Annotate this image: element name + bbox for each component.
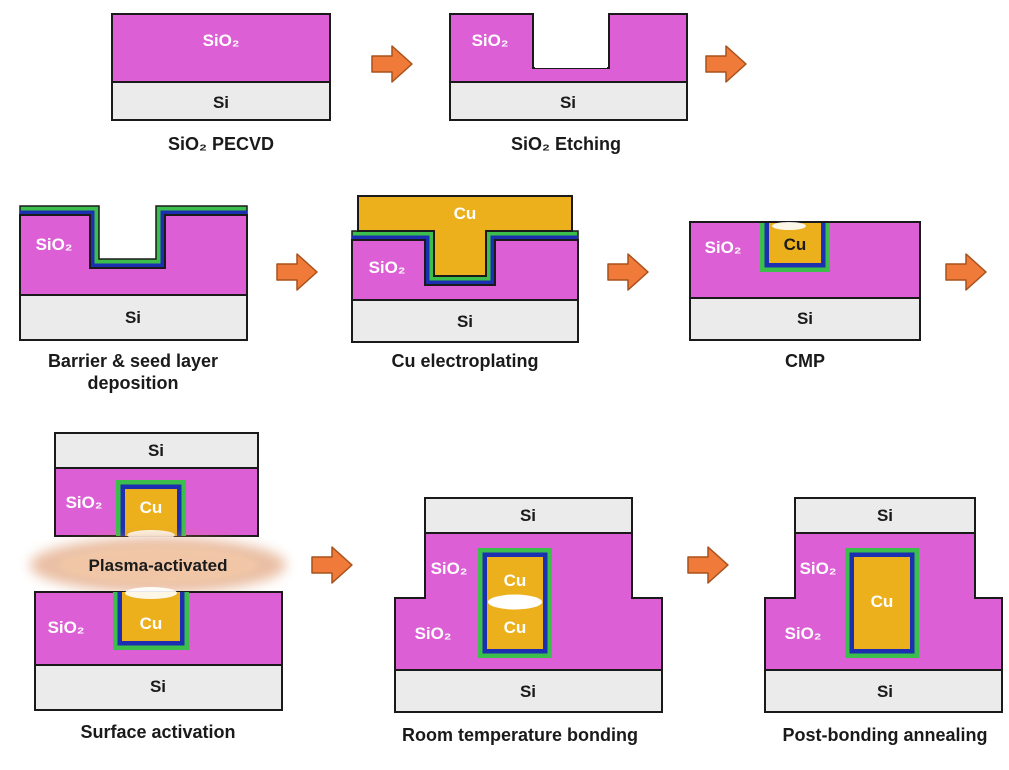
arrow-right-icon: [607, 253, 649, 291]
arrow-right-icon: [276, 253, 318, 291]
bottomdie-activated-surface: [125, 587, 177, 599]
bottomdie-si-substrate: [34, 664, 283, 711]
topdie-sio2-label: SiO₂: [66, 493, 103, 512]
pecvd-sio2-layer: [111, 13, 331, 83]
anneal-cu-label: Cu: [871, 592, 894, 611]
cmp-si-substrate: [689, 297, 921, 341]
cu-interface-gap: [488, 594, 542, 610]
bonding-lower-cu-label: Cu: [504, 618, 527, 637]
cmp-dishing-highlight: [772, 222, 806, 230]
anneal-bottom-si-label: Si: [877, 682, 893, 701]
arrow-right-icon: [371, 45, 413, 83]
plating-si-substrate: [351, 299, 579, 343]
step5-cmp: SiO₂ Cu Si CMP: [689, 221, 921, 371]
cmp-caption: CMP: [785, 351, 825, 371]
barrier-caption-line1: Barrier & seed layer: [48, 351, 218, 371]
topdie-si-substrate: [54, 432, 259, 469]
etching-sio2-label: SiO₂: [472, 31, 509, 50]
bonding-top-si: [424, 497, 633, 534]
anneal-upper-sio2-label: SiO₂: [800, 559, 837, 578]
pecvd-sio2-label: SiO₂: [203, 31, 240, 50]
anneal-top-si-label: Si: [877, 506, 893, 525]
bonding-caption: Room temperature bonding: [402, 725, 638, 745]
topdie-cu-label: Cu: [140, 498, 163, 517]
cmp-sio2-label: SiO₂: [705, 238, 742, 257]
arrow-right-icon: [705, 45, 747, 83]
topdie-cu-pad: [125, 489, 177, 536]
bonding-bottom-si-label: Si: [520, 682, 536, 701]
bottomdie-cu-pad: [122, 592, 180, 641]
bonding-upper-sio2-label: SiO₂: [431, 559, 468, 578]
barrier-caption-line2: deposition: [88, 373, 179, 393]
step6-surface-activation: Si SiO₂ Cu Plasma-activated SiO₂ Cu Si S…: [30, 432, 286, 742]
barrier-sio2-label: SiO₂: [36, 235, 73, 254]
etching-caption: SiO₂ Etching: [511, 134, 621, 154]
bottomdie-cu-label: Cu: [140, 614, 163, 633]
topdie-si-label: Si: [148, 441, 164, 460]
bonding-bottom-si: [394, 669, 663, 713]
bottomdie-si-label: Si: [150, 677, 166, 696]
anneal-lower-sio2-label: SiO₂: [785, 624, 822, 643]
anneal-caption: Post-bonding annealing: [783, 725, 988, 745]
pecvd-si-label: Si: [213, 93, 229, 112]
step1-pecvd: SiO₂ Si SiO₂ PECVD: [111, 13, 331, 154]
pecvd-caption: SiO₂ PECVD: [168, 134, 274, 154]
anneal-bottom-si: [764, 669, 1003, 713]
anneal-top-si: [794, 497, 976, 534]
plating-caption: Cu electroplating: [391, 351, 538, 371]
barrier-si-label: Si: [125, 308, 141, 327]
barrier-si-substrate: [19, 294, 248, 341]
step8-annealing: Si SiO₂ Cu SiO₂ Si Post-bonding annealin…: [764, 497, 1003, 745]
barrier-sio2-layer: [19, 214, 248, 296]
plasma-glow-inner: [58, 546, 258, 584]
etching-si-substrate: [449, 81, 688, 121]
step3-barrier-seed: SiO₂ Si Barrier & seed layer deposition: [19, 205, 248, 393]
bonding-lower-cu-pad: [487, 602, 543, 649]
arrow-right-icon: [311, 546, 353, 584]
bottomdie-sio2-label: SiO₂: [48, 618, 85, 637]
plasma-label: Plasma-activated: [89, 556, 228, 575]
plated-cu-layer: [357, 195, 573, 277]
arrow-right-icon: [687, 546, 729, 584]
plating-si-label: Si: [457, 312, 473, 331]
arrow-right-icon: [945, 253, 987, 291]
activation-caption: Surface activation: [80, 722, 235, 742]
plating-sio2-label: SiO₂: [369, 258, 406, 277]
trench-etch-highlight: [535, 63, 607, 68]
cmp-si-label: Si: [797, 309, 813, 328]
bonding-top-si-label: Si: [520, 506, 536, 525]
step4-electroplating: Cu SiO₂ Si Cu electroplating: [351, 195, 579, 371]
step2-etching: SiO₂ Si SiO₂ Etching: [449, 13, 688, 154]
cmp-cu-label: Cu: [784, 235, 807, 254]
bonding-lower-sio2-label: SiO₂: [415, 624, 452, 643]
anneal-merged-cu-pad: [854, 557, 910, 649]
step7-rt-bonding: Si SiO₂ Cu SiO₂ Cu Si Room temperature b…: [394, 497, 663, 745]
etching-si-label: Si: [560, 93, 576, 112]
plating-cu-label: Cu: [454, 204, 477, 223]
pecvd-si-substrate: [111, 81, 331, 121]
bonding-upper-cu-label: Cu: [504, 571, 527, 590]
